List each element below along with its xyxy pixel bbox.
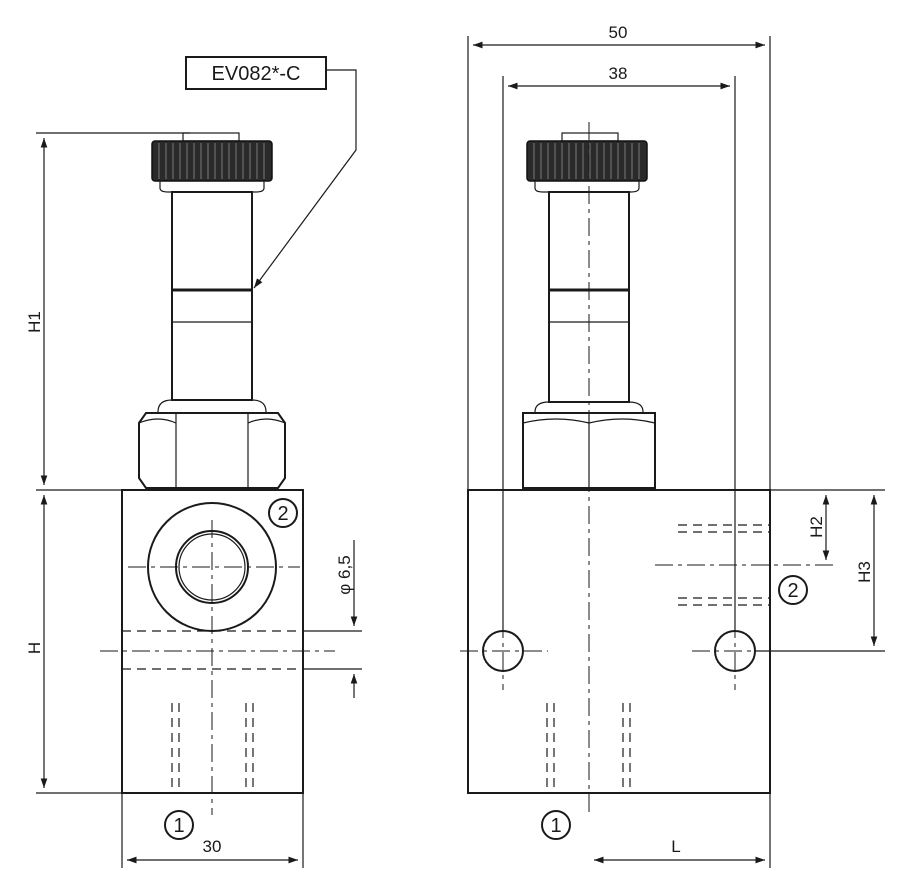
dim-h2-label: H2 <box>807 516 826 538</box>
right-port-1-label: 1 <box>550 815 561 837</box>
dim-38-label: 38 <box>609 64 628 83</box>
left-port-2-label: 2 <box>277 503 288 525</box>
dim-diameter-label: φ 6,5 <box>335 555 354 594</box>
dim-50-label: 50 <box>609 23 628 42</box>
dim-h-label: H <box>25 642 44 654</box>
model-code-label: EV082*-C <box>212 63 301 85</box>
left-port-1-label: 1 <box>173 815 184 837</box>
right-view: 50 38 H2 H3 L 2 1 <box>460 23 885 868</box>
left-port-1-marker <box>164 810 194 840</box>
dim-h3-label: H3 <box>855 561 874 583</box>
dim-l-label: L <box>671 837 680 856</box>
right-knob <box>526 132 648 193</box>
right-valve-body <box>467 489 771 794</box>
left-port-2-marker <box>268 498 298 528</box>
right-port-2-marker <box>778 575 808 605</box>
right-port-2-label: 2 <box>787 580 798 602</box>
dim-h1-label: H1 <box>25 311 44 333</box>
dim-30-label: 30 <box>203 837 222 856</box>
left-knob <box>151 132 273 193</box>
left-stem <box>157 191 267 413</box>
model-code-box <box>185 56 327 90</box>
left-view: H1 H 30 φ 6,5 EV082*-C 2 1 <box>25 56 362 868</box>
right-port-1-marker <box>541 810 571 840</box>
left-hex-nut <box>138 412 286 489</box>
